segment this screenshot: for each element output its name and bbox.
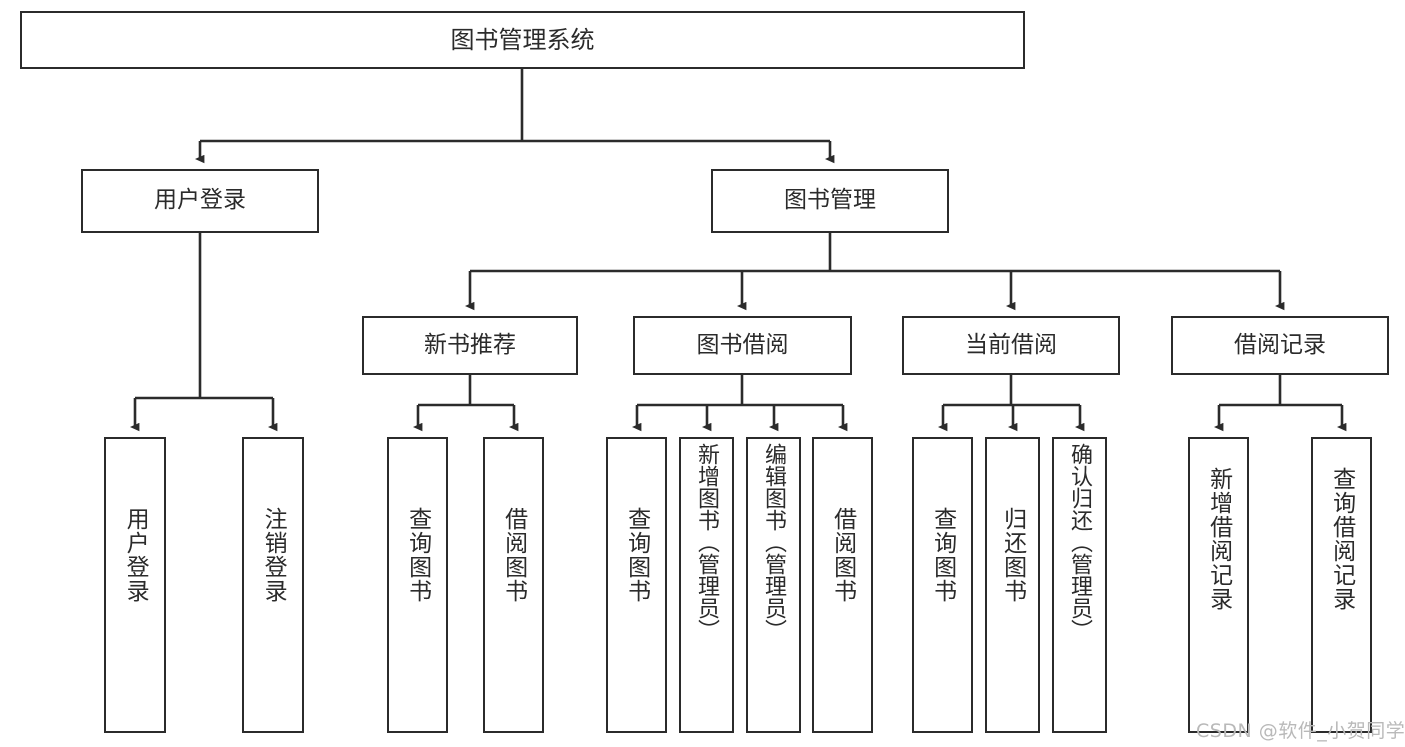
node-root-system[interactable]: 图书管理系统 — [20, 11, 1025, 69]
node-root-system-label: 图书管理系统 — [450, 25, 595, 54]
leaf-borrow-book-recommend[interactable]: 借阅图书 — [483, 437, 544, 733]
leaf-query-borrow-record[interactable]: 查询借阅记录 — [1311, 437, 1372, 733]
node-book-management-label: 图书管理 — [784, 187, 876, 214]
node-book-management[interactable]: 图书管理 — [711, 169, 949, 233]
leaf-query-book-recommend-label: 查询图书 — [404, 507, 431, 603]
leaf-edit-book-admin-label: 编辑图书（管理员） — [761, 443, 787, 641]
leaf-logout[interactable]: 注销登录 — [242, 437, 304, 733]
leaf-query-book-borrow-label: 查询图书 — [623, 507, 650, 603]
leaf-borrow-book-recommend-label: 借阅图书 — [500, 507, 527, 603]
leaf-user-login-label: 用户登录 — [122, 507, 149, 603]
leaf-borrow-book-label: 借阅图书 — [829, 507, 856, 603]
node-user-login[interactable]: 用户登录 — [81, 169, 319, 233]
csdn-watermark: CSDN @软件_小贺同学 — [1196, 720, 1405, 742]
leaf-return-book-label: 归还图书 — [999, 507, 1026, 603]
leaf-logout-label: 注销登录 — [260, 507, 287, 603]
node-book-borrow[interactable]: 图书借阅 — [633, 316, 852, 375]
leaf-query-book-current-label: 查询图书 — [929, 507, 956, 603]
leaf-query-book-current[interactable]: 查询图书 — [912, 437, 973, 733]
leaf-return-book[interactable]: 归还图书 — [985, 437, 1040, 733]
node-borrow-record-label: 借阅记录 — [1234, 331, 1326, 358]
leaf-confirm-return-admin[interactable]: 确认归还（管理员） — [1052, 437, 1107, 733]
node-new-book-recommend-label: 新书推荐 — [424, 331, 516, 358]
leaf-query-book-borrow[interactable]: 查询图书 — [606, 437, 667, 733]
leaf-edit-book-admin[interactable]: 编辑图书（管理员） — [746, 437, 801, 733]
leaf-query-borrow-record-label: 查询借阅记录 — [1328, 467, 1355, 611]
leaf-add-book-admin-label: 新增图书（管理员） — [694, 443, 720, 641]
node-book-borrow-label: 图书借阅 — [696, 331, 789, 358]
leaf-add-borrow-record[interactable]: 新增借阅记录 — [1188, 437, 1249, 733]
node-current-borrow[interactable]: 当前借阅 — [902, 316, 1120, 375]
node-current-borrow-label: 当前借阅 — [965, 331, 1057, 358]
node-user-login-label: 用户登录 — [154, 187, 246, 214]
node-new-book-recommend[interactable]: 新书推荐 — [362, 316, 578, 375]
node-borrow-record[interactable]: 借阅记录 — [1171, 316, 1389, 375]
leaf-borrow-book[interactable]: 借阅图书 — [812, 437, 873, 733]
leaf-user-login[interactable]: 用户登录 — [104, 437, 166, 733]
leaf-add-book-admin[interactable]: 新增图书（管理员） — [679, 437, 734, 733]
leaf-query-book-recommend[interactable]: 查询图书 — [387, 437, 448, 733]
leaf-add-borrow-record-label: 新增借阅记录 — [1205, 467, 1232, 611]
leaf-confirm-return-admin-label: 确认归还（管理员） — [1067, 443, 1093, 641]
